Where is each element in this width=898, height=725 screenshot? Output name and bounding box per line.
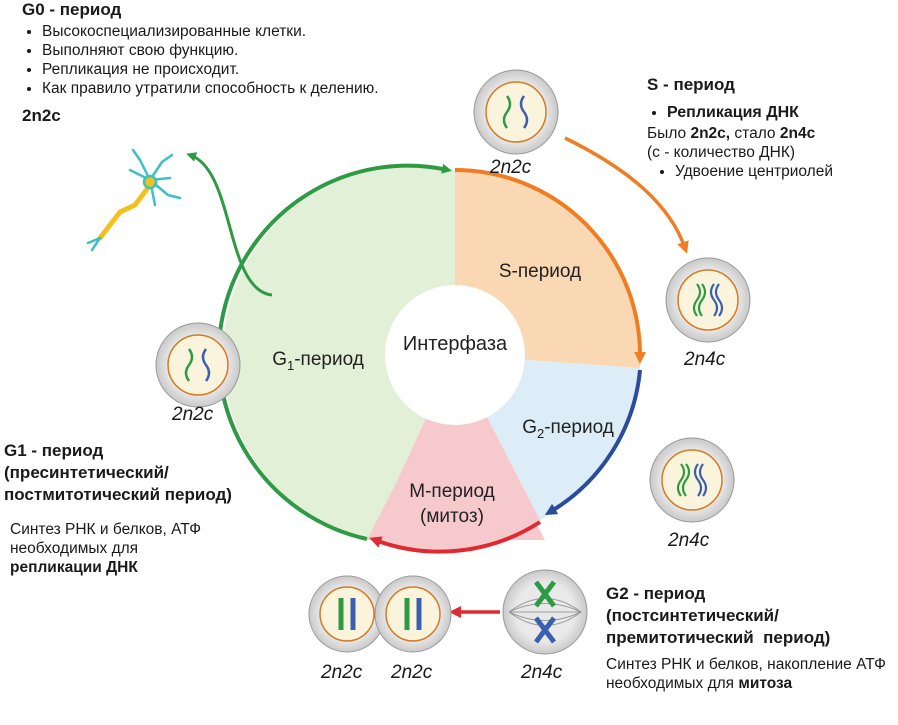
g0-title: G0 - период [22,0,122,19]
g0-info-block: G0 - период Высокоспециализированные кле… [22,0,412,126]
g2-info-title-2: (постсинтетический/ [606,606,779,625]
cycle-circle [222,165,641,553]
g0-bullet: Высокоспециализированные клетки. [42,22,412,41]
s-period-label: S-период [499,261,581,282]
mitosis-triangle [367,368,545,540]
cell-mitosis-2n4c [502,569,588,655]
g0-bullet: Выполняют свою функцию. [42,41,412,60]
g2-info-text: Синтез РНК и белков, накопление АТФ необ… [606,656,886,692]
g2-info-block: G2 - период (постсинтетический/ премитот… [606,583,898,693]
g0-bullet: Как правило утратили способность к делен… [42,79,412,98]
interphase-hub [385,285,525,425]
neuron-icon [86,148,182,252]
interphase-label: Интерфаза [403,333,508,355]
g0-ploidy: 2n2c [22,106,61,125]
s-info-list-2: Удвоение центриолей [655,162,897,181]
g2-arc-arrow [544,369,642,516]
cell-mitosis-label: 2n4c [521,662,563,683]
g2-info-title-3: премитотический период) [606,628,831,647]
g1-info-title-2: (пресинтетический/ [4,463,169,482]
s-info-title: S - период [647,75,735,94]
m-arc-arrow [369,520,542,554]
m-period-label: М-период [409,481,494,502]
cell-right-lower-label: 2n4c [668,530,710,551]
g1-arc-arrow [216,163,452,541]
g1-sector [222,165,455,541]
g0-exit-arrow [186,152,273,297]
daughter-cell-2-label: 2n2c [391,662,433,683]
s-info-ploidy-change: Было 2n2c, стало 2n4c [647,125,816,142]
s-info-list-1: Репликация ДНК [647,103,897,122]
daughter-cells [308,575,452,653]
s-outer-arrow [564,136,689,254]
g0-bullet-list: Высокоспециализированные клетки. Выполня… [22,22,412,98]
g1-info-text: Синтез РНК и белков, АТФ необходимых для… [10,521,202,576]
cell-right-upper-label: 2n4c [684,349,726,370]
g1-info-block: G1 - период (пресинтетический/ постмитот… [4,440,304,577]
s-info-note: (с - количество ДНК) [647,144,796,161]
s-info-bullet-centrioles: Удвоение центриолей [675,162,897,181]
g1-period-label: G1-период [272,349,364,373]
g1-info-title-1: G1 - период [4,441,104,460]
g0-bullet: Репликация не происходит. [42,60,412,79]
s-info-bullet-replication: Репликация ДНК [667,103,897,122]
cell-right-upper-2n4c [665,257,751,343]
s-arc-arrow [454,168,647,364]
cell-right-lower-2n4c [649,437,735,523]
g1-info-title-3: постмитотический период) [4,485,232,504]
cell-top-label: 2n2c [490,157,532,178]
cell-left-label: 2n2c [172,404,214,425]
cell-top-2n2c [473,69,559,155]
m-period-sublabel: (митоз) [420,506,484,527]
daughter-cell-1-label: 2n2c [321,662,363,683]
s-info-block: S - период Репликация ДНК Было 2n2c, ста… [647,75,897,181]
g2-info-title-1: G2 - период [606,584,706,603]
cell-left-2n2c [155,322,241,408]
g2-period-label: G2-период [522,417,614,441]
